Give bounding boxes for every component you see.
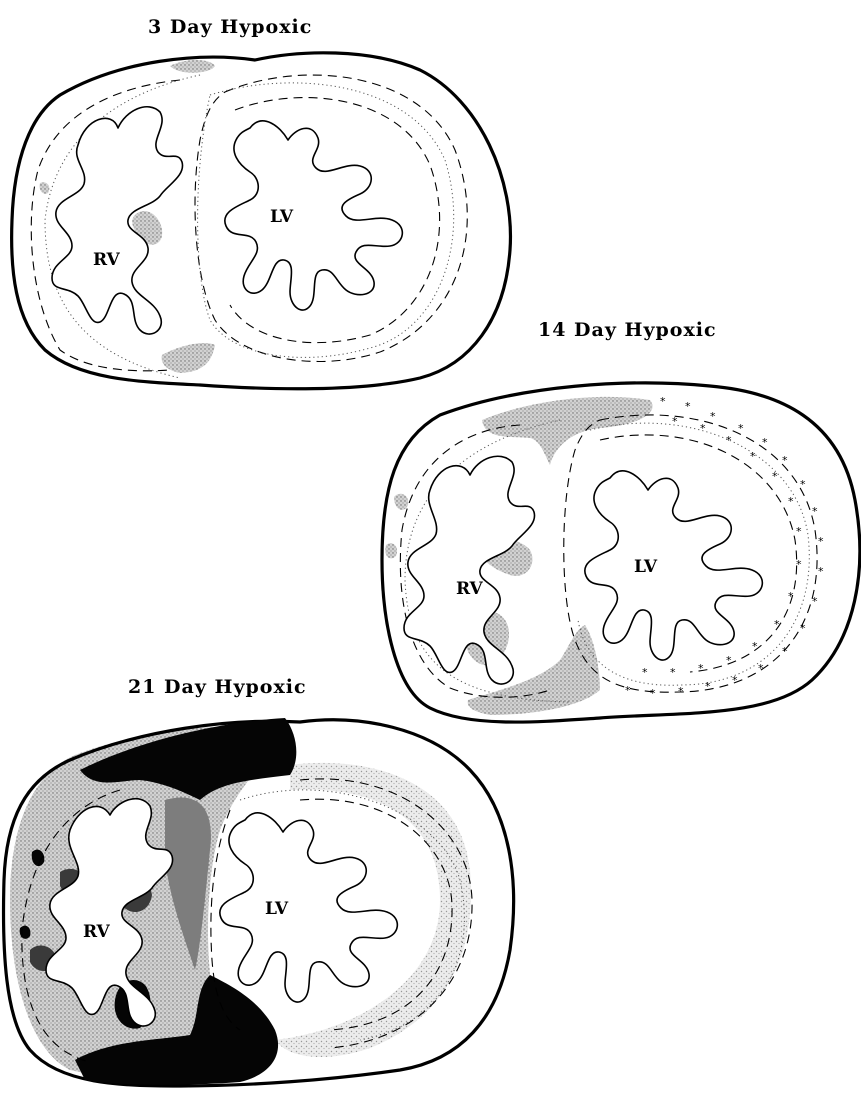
panel-3-day-lesion-bottom: [162, 343, 215, 373]
svg-text:*: *: [774, 618, 780, 631]
svg-text:*: *: [625, 684, 631, 697]
svg-text:*: *: [796, 558, 802, 571]
svg-text:*: *: [726, 434, 732, 447]
panel-3-day-lv-label: LV: [270, 207, 294, 227]
panel-3-day: 3 Day Hypoxic RV LV: [12, 16, 511, 389]
svg-text:*: *: [670, 666, 676, 679]
svg-text:*: *: [812, 595, 818, 608]
svg-text:*: *: [762, 436, 768, 449]
svg-text:*: *: [788, 590, 794, 603]
panel-14-day: 14 Day Hypoxic * * * * * * * * * * * *: [382, 319, 860, 722]
svg-text:*: *: [726, 654, 732, 667]
svg-text:*: *: [818, 535, 824, 548]
panel-14-day-lv-label: LV: [634, 557, 658, 577]
svg-text:*: *: [672, 415, 678, 428]
panel-14-day-lesion-top: [482, 397, 653, 465]
svg-text:*: *: [800, 622, 806, 635]
panel-14-day-rv-label: RV: [456, 579, 484, 599]
svg-text:*: *: [782, 645, 788, 658]
svg-text:*: *: [732, 674, 738, 687]
svg-text:*: *: [650, 687, 656, 700]
svg-text:*: *: [818, 565, 824, 578]
panel-14-day-lesion-left-b: [385, 543, 397, 558]
panel-3-day-lv-cavity: [225, 121, 403, 310]
panel-21-day-rv-label: RV: [83, 922, 111, 942]
svg-text:*: *: [812, 505, 818, 518]
panel-21-day-lv-cavity: [220, 813, 398, 1002]
svg-text:*: *: [678, 685, 684, 698]
svg-text:*: *: [698, 662, 704, 675]
panel-21-day: 21 Day Hypoxic RV LV: [3, 676, 513, 1086]
panel-3-day-lesion-left: [40, 182, 50, 194]
svg-text:*: *: [750, 450, 756, 463]
svg-text:*: *: [700, 422, 706, 435]
panel-3-day-lesion-top: [170, 60, 215, 73]
svg-text:*: *: [796, 525, 802, 538]
panel-21-day-lv-label: LV: [265, 899, 289, 919]
svg-text:*: *: [710, 410, 716, 423]
svg-text:*: *: [685, 400, 691, 413]
svg-text:*: *: [705, 680, 711, 693]
svg-text:*: *: [738, 422, 744, 435]
svg-text:*: *: [788, 495, 794, 508]
panel-14-day-lv-cavity: [585, 471, 763, 660]
panel-14-day-title: 14 Day Hypoxic: [538, 319, 717, 341]
svg-text:*: *: [642, 666, 648, 679]
svg-text:*: *: [660, 395, 666, 408]
svg-text:*: *: [772, 470, 778, 483]
svg-text:*: *: [758, 662, 764, 675]
panel-14-day-lesion-left-a: [394, 494, 408, 510]
svg-text:*: *: [800, 478, 806, 491]
svg-text:*: *: [782, 454, 788, 467]
panel-3-day-title: 3 Day Hypoxic: [148, 16, 312, 38]
panel-21-day-title: 21 Day Hypoxic: [128, 676, 307, 698]
panel-3-day-rv-label: RV: [93, 250, 121, 270]
panel-3-day-rv-cavity: [52, 107, 183, 334]
svg-text:*: *: [752, 640, 758, 653]
